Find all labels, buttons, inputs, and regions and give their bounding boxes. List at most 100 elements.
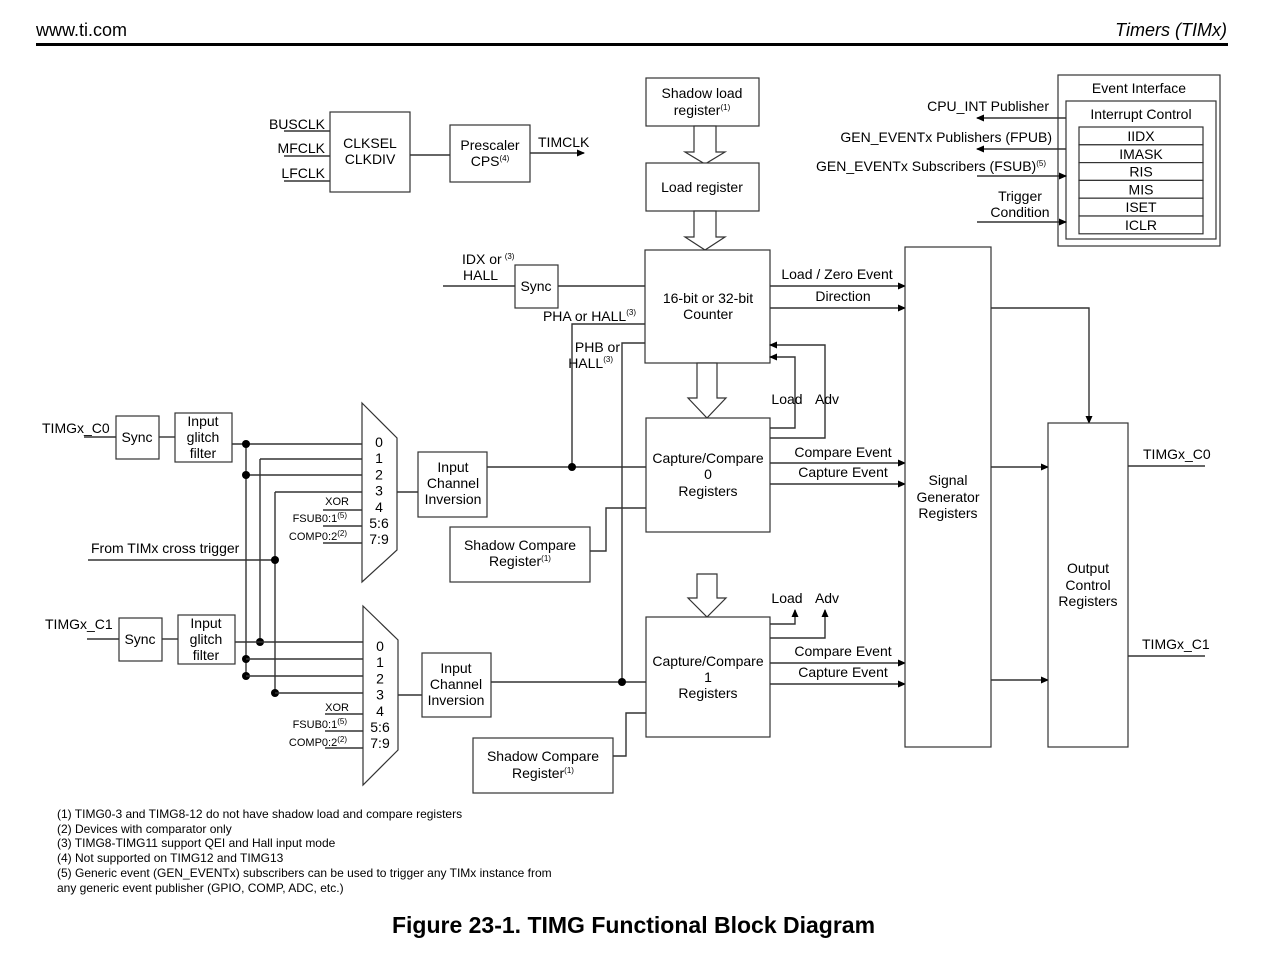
ch0-glitch-label-3: filter (190, 445, 217, 461)
ch1-shadow-label-1: Shadow Compare (487, 748, 599, 764)
hall-label: HALL (463, 267, 498, 283)
ch0-output-label: TIMGx_C0 (1143, 446, 1211, 462)
interrupt-register-label: IMASK (1119, 146, 1163, 162)
figure-caption: Figure 23-1. TIMG Functional Block Diagr… (391, 912, 876, 938)
event-interface: Event Interface Interrupt Control IIDXIM… (816, 74, 1221, 247)
ch1-capcomp-label-2: 1 (704, 669, 712, 685)
direction-label: Direction (815, 288, 870, 304)
ch0-inversion-label-3: Inversion (425, 491, 482, 507)
header-section: Timers (TIMx) (1115, 20, 1227, 40)
load-zero-event-label: Load / Zero Event (781, 266, 892, 282)
ch1-adv-label: Adv (815, 590, 839, 606)
prescaler-label: Prescaler (460, 137, 519, 153)
phb-hall-label: HALL(3) (568, 355, 613, 371)
ch1-inversion-label-1: Input (440, 660, 471, 676)
ch1-sync-block (118, 617, 163, 662)
clock-input-mfclk: MFCLK (278, 140, 326, 156)
bus-dot (271, 556, 279, 564)
footnote: (5) Generic event (GEN_EVENTx) subscribe… (57, 865, 552, 880)
channel-1: TIMGx_C1 Sync Input glitch filter 012345… (45, 590, 906, 794)
clkdiv-label: CLKDIV (345, 151, 396, 167)
clock-input-busclk: BUSCLK (269, 116, 326, 132)
timclk-label: TIMCLK (538, 134, 590, 150)
mux-input-label: 5:6 (369, 515, 389, 531)
phb-label: PHB or (575, 339, 620, 355)
ch1-glitch-filter (177, 614, 236, 665)
ch1-comp-label: COMP0:2(2) (289, 735, 347, 749)
ch0-inversion-label-1: Input (437, 459, 468, 475)
ch0-capture-event-label: Capture Event (798, 464, 888, 480)
clock-input-lfclk: LFCLK (281, 165, 325, 181)
ch0-capcomp-label-3: Registers (678, 483, 737, 499)
output-control-label-3: Registers (1058, 593, 1117, 609)
ch1-shadow-label-2: Register(1) (512, 765, 574, 781)
bus-dot (242, 440, 250, 448)
interrupt-register-label: ICLR (1125, 217, 1157, 233)
mux-input-label: 1 (375, 450, 383, 466)
ch0-sync-block (115, 415, 160, 460)
ch0-glitch-filter (174, 412, 233, 463)
clock-section: BUSCLK MFCLK LFCLK CLKSEL CLKDIV Prescal… (269, 111, 590, 193)
idx-label: IDX or(3) (462, 251, 515, 267)
mux-input-label: 7:9 (370, 735, 390, 751)
mux-input-label: 0 (376, 638, 384, 654)
ch0-input-label: TIMGx_C0 (42, 420, 110, 436)
footnote: any generic event publisher (GPIO, COMP,… (57, 880, 344, 895)
signal-gen-label-2: Generator (916, 489, 979, 505)
ch0-fsub-label: FSUB0:1(5) (293, 511, 348, 525)
ch0-xor-label: XOR (325, 496, 349, 508)
clksel-block (329, 111, 411, 193)
counter-block (644, 249, 771, 364)
ch0-shadow-label-2: Register(1) (489, 553, 551, 569)
counter-section: IDX or(3) HALL Sync 16-bit or 32-bit Cou… (443, 249, 906, 682)
mux-input-label: 5:6 (370, 719, 390, 735)
idx-sync-label: Sync (520, 278, 551, 294)
fpub-label: GEN_EVENTx Publishers (FPUB) (840, 129, 1052, 145)
ch0-shadow-compare (449, 526, 591, 583)
signal-gen-label-3: Registers (918, 505, 977, 521)
ch1-load-label: Load (771, 590, 802, 606)
output-section: Signal Generator Registers Output Contro… (904, 246, 1211, 748)
ch1-glitch-label-1: Input (190, 615, 221, 631)
cross-trigger-label: From TIMx cross trigger (91, 540, 240, 556)
signal-generator-block (904, 246, 992, 748)
header-rule (36, 43, 1228, 46)
cpu-int-publisher-label: CPU_INT Publisher (927, 98, 1049, 114)
output-control-label-2: Control (1065, 577, 1110, 593)
shadow-load-label: Shadow load (662, 85, 743, 101)
ch1-sync-label: Sync (124, 631, 155, 647)
shadow-load-label-2: register(1) (674, 102, 731, 118)
ch1-input-mux (362, 604, 399, 787)
cc1-load-arrow (686, 573, 728, 618)
prescaler-cps-label: CPS(4) (471, 153, 510, 169)
ch0-input-mux (361, 401, 398, 584)
ch1-fsub-label: FSUB0:1(5) (293, 717, 348, 731)
ch1-compare-event-label: Compare Event (794, 643, 891, 659)
ch1-capture-compare-block (645, 616, 771, 738)
footnote: (2) Devices with comparator only (57, 821, 232, 836)
prescaler-block (449, 124, 531, 183)
interrupt-control-title: Interrupt Control (1090, 106, 1191, 122)
ch0-sync-label: Sync (121, 429, 152, 445)
ch0-inversion-label-2: Channel (427, 475, 479, 491)
fsub-label: GEN_EVENTx Subscribers (FSUB)(5) (816, 158, 1046, 174)
shadow-to-load-arrow (682, 125, 728, 165)
counter-adv-label: Adv (815, 391, 839, 407)
ch0-glitch-label-2: glitch (187, 429, 220, 445)
signal-gen-label-1: Signal (929, 472, 968, 488)
footnote: (4) Not supported on TIMG12 and TIMG13 (57, 851, 284, 866)
ch1-capcomp-label-1: Capture/Compare (652, 653, 763, 669)
mux-input-label: 1 (376, 654, 384, 670)
idx-sync-block (514, 264, 559, 309)
ch0-inversion-block (417, 451, 488, 518)
interrupt-register-label: MIS (1129, 181, 1154, 197)
ch0-shadow-label-1: Shadow Compare (464, 537, 576, 553)
ch1-inversion-label-2: Channel (430, 676, 482, 692)
footnotes: (1) TIMG0-3 and TIMG8-12 do not have sha… (57, 807, 552, 895)
ch0-comp-label: COMP0:2(2) (289, 529, 347, 543)
footnote: (3) TIMG8-TIMG11 support QEI and Hall in… (57, 836, 336, 851)
ch1-input-label: TIMGx_C1 (45, 616, 113, 632)
ch0-capture-compare-block (645, 417, 771, 533)
ch1-shadow-compare (472, 737, 614, 794)
ch1-output-label: TIMGx_C1 (1142, 636, 1210, 652)
